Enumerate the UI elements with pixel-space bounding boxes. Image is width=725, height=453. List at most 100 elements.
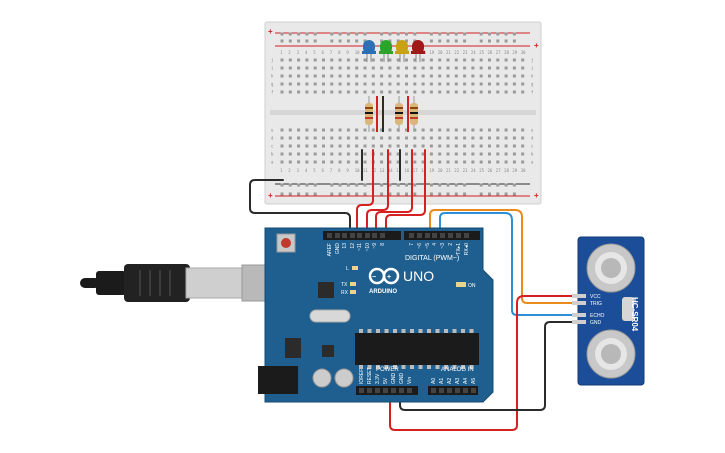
transducer-top	[586, 243, 636, 293]
led-red[interactable]	[411, 40, 425, 62]
breadboard-hole	[371, 74, 375, 78]
power-pin-hole[interactable]	[391, 388, 396, 393]
breadboard-hole	[454, 66, 458, 70]
analog-pin-hole[interactable]	[439, 388, 444, 393]
rail-hole	[488, 39, 491, 43]
resistor-2[interactable]	[395, 96, 403, 132]
breadboard-hole	[371, 82, 375, 86]
rail-hole	[479, 39, 483, 43]
led-blue[interactable]	[362, 40, 376, 62]
breadboard-hole	[504, 74, 508, 78]
power-pin-hole[interactable]	[383, 388, 388, 393]
analog-pin-hole[interactable]	[431, 388, 436, 393]
rail-hole	[297, 32, 301, 36]
digital-pin-hole[interactable]	[456, 233, 461, 238]
wire-led-1-red[interactable]	[356, 149, 374, 233]
column-number: 24	[471, 50, 476, 55]
sensor-pin[interactable]	[572, 313, 586, 317]
breadboard-hole	[305, 160, 309, 164]
breadboard-hole	[305, 144, 309, 148]
column-number: 23	[463, 50, 468, 55]
row-letter: h	[531, 74, 534, 79]
sensor-pin-label: GND	[590, 320, 602, 326]
breadboard-hole	[313, 144, 317, 148]
resistor-3[interactable]	[410, 96, 418, 132]
breadboard-hole	[288, 82, 292, 86]
wire-vcc-red[interactable]	[389, 295, 576, 431]
breadboard-hole	[429, 152, 433, 156]
breadboard-holes	[280, 32, 525, 196]
row-letter: i	[271, 66, 274, 71]
digital-pin-hole[interactable]	[425, 233, 430, 238]
breadboard-hole	[471, 160, 475, 164]
digital-pin-hole[interactable]	[380, 233, 385, 238]
breadboard-hole	[512, 90, 516, 94]
breadboard-hole	[413, 58, 417, 62]
column-number: 21	[446, 50, 451, 55]
digital-pin-hole[interactable]	[357, 233, 362, 238]
column-number: 27	[496, 168, 501, 173]
wire-led-4-red[interactable]	[385, 149, 426, 233]
power-jack	[258, 366, 298, 394]
rail-hole	[355, 32, 359, 36]
power-pin-label: GND	[399, 373, 405, 385]
power-pin-hole[interactable]	[399, 388, 404, 393]
breadboard-hole	[512, 136, 516, 140]
sensor-pin[interactable]	[572, 320, 586, 324]
rail-hole	[463, 183, 467, 187]
breadboard-hole	[521, 58, 525, 62]
digital-pin-hole[interactable]	[335, 233, 340, 238]
breadboard-hole	[438, 144, 442, 148]
analog-pin-hole[interactable]	[471, 388, 476, 393]
breadboard-hole	[322, 58, 325, 62]
digital-pin-hole[interactable]	[448, 233, 453, 238]
digital-pin-hole[interactable]	[440, 233, 445, 238]
wire-sensor-gnd-black[interactable]	[399, 321, 576, 411]
analog-pin-hole[interactable]	[447, 388, 452, 393]
led-green[interactable]	[379, 40, 393, 62]
analog-pin-hole[interactable]	[463, 388, 468, 393]
row-letter: a	[271, 160, 274, 165]
resistor-1[interactable]	[365, 96, 373, 132]
digital-pin-hole[interactable]	[464, 233, 469, 238]
power-pin-hole[interactable]	[375, 388, 380, 393]
column-number: 1	[280, 168, 283, 173]
breadboard-hole	[454, 144, 458, 148]
wire-gnd-black[interactable]	[249, 179, 351, 233]
breadboard-hole	[322, 74, 325, 78]
wire-trig-orange[interactable]	[429, 209, 576, 304]
rail-hole	[330, 39, 334, 43]
rail-hole	[280, 32, 284, 36]
led-yellow[interactable]	[395, 40, 409, 62]
digital-pin-hole[interactable]	[327, 233, 332, 238]
digital-pin-hole[interactable]	[432, 233, 437, 238]
column-number: 10	[355, 50, 360, 55]
digital-pin-hole[interactable]	[409, 233, 414, 238]
sensor-pin[interactable]	[572, 301, 586, 305]
sensor-pin[interactable]	[572, 294, 586, 298]
wire-led-3-red[interactable]	[375, 149, 413, 233]
digital-pin-hole[interactable]	[417, 233, 422, 238]
digital-pin-hole[interactable]	[342, 233, 347, 238]
analog-pin-hole[interactable]	[455, 388, 460, 393]
wire-led-2-red[interactable]	[366, 149, 389, 233]
digital-pin-hole[interactable]	[350, 233, 355, 238]
breadboard-hole	[363, 136, 367, 140]
digital-pin-hole[interactable]	[365, 233, 370, 238]
breadboard-hole	[330, 90, 334, 94]
breadboard-hole	[413, 66, 417, 70]
breadboard-hole	[355, 58, 359, 62]
power-pin-hole[interactable]	[359, 388, 364, 393]
breadboard-hole	[388, 90, 392, 94]
wire-echo-blue[interactable]	[439, 212, 576, 316]
led-group	[362, 40, 425, 62]
power-pin-hole[interactable]	[367, 388, 372, 393]
power-pin-hole[interactable]	[407, 388, 412, 393]
rail-hole	[338, 32, 342, 36]
breadboard-hole	[297, 128, 301, 132]
digital-pin-hole[interactable]	[372, 233, 377, 238]
column-number: 25	[479, 168, 484, 173]
